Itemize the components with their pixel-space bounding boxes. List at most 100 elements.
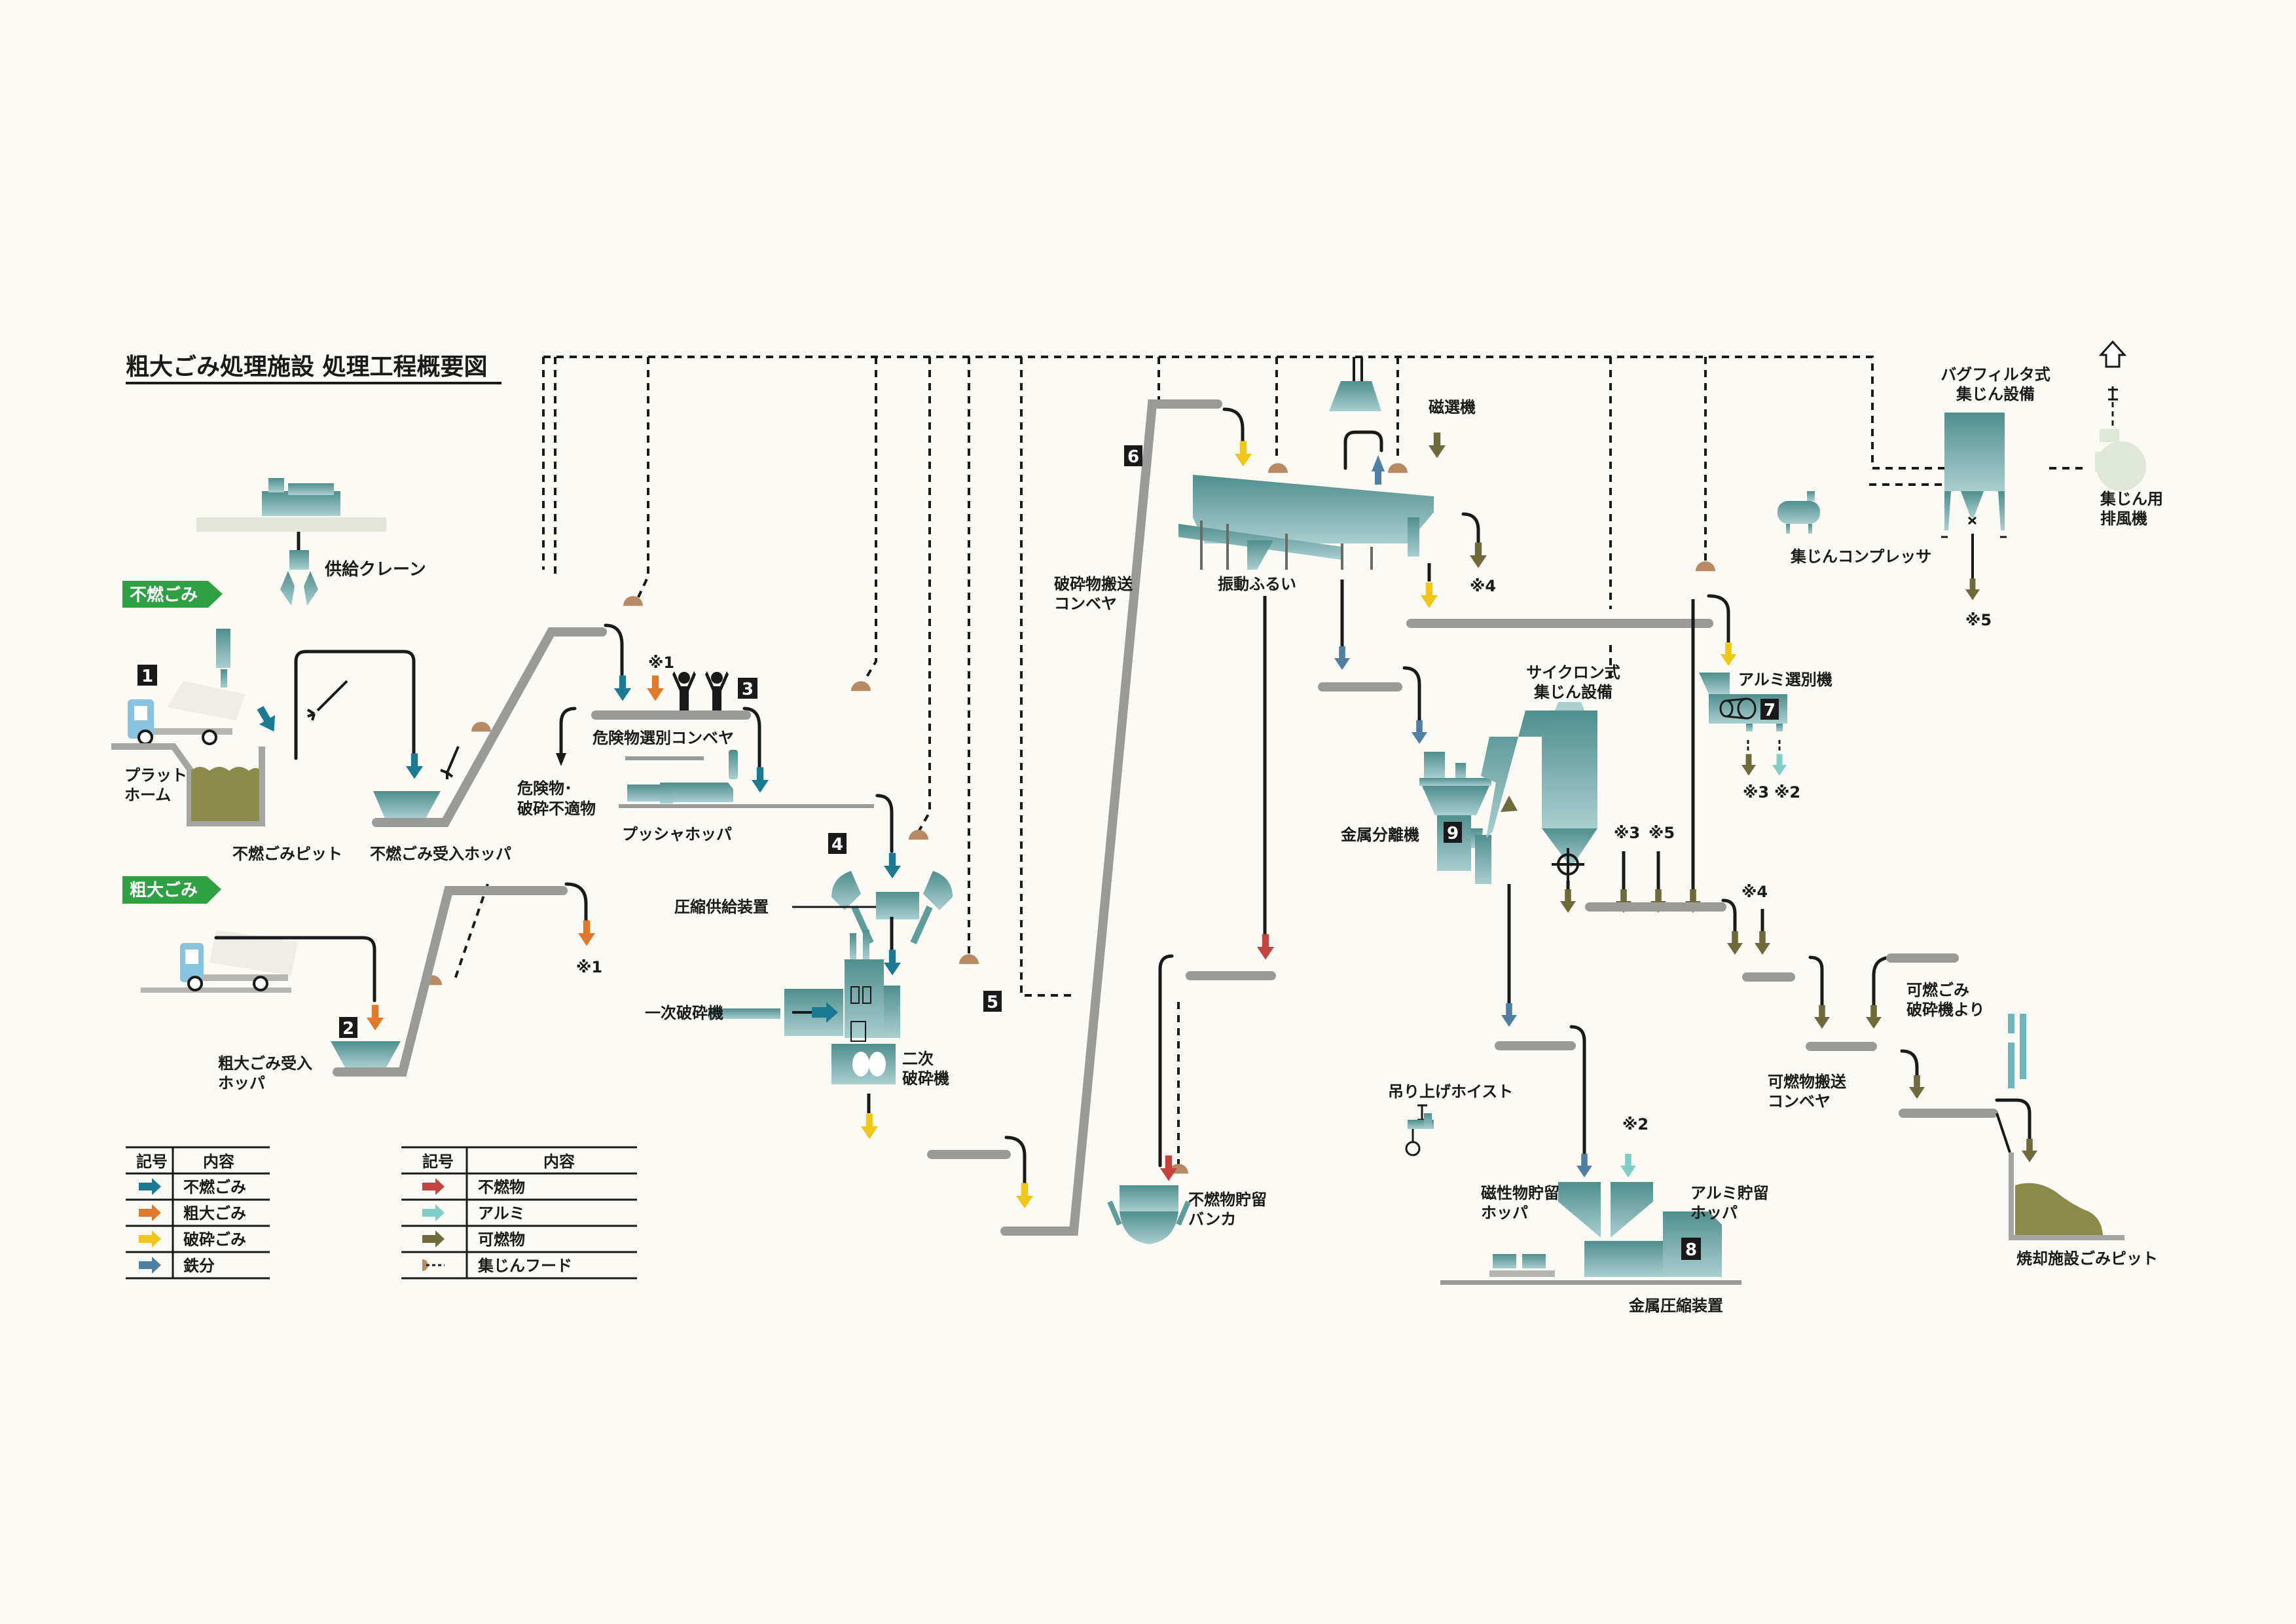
label-compression-feeder: 圧縮供給装置	[674, 898, 769, 916]
svg-text:5: 5	[987, 993, 998, 1012]
dust-compressor	[1777, 491, 1820, 534]
legend-row-left-2: 破砕ごみ	[139, 1230, 246, 1249]
legend-header-symbol: 記号	[136, 1153, 168, 1171]
arrow-nonburnable-icon	[884, 853, 901, 879]
svg-text:6: 6	[1127, 447, 1139, 467]
label-secondary-crusher: 二次	[902, 1050, 934, 1068]
incinerator-pit	[1995, 1113, 2124, 1240]
arrow-combustible-icon	[1470, 542, 1487, 568]
legend-row-left-0: 不燃ごみ	[139, 1178, 246, 1196]
exhaust-arrow-icon	[2098, 340, 2127, 368]
grapple-icon	[440, 746, 460, 779]
label-vibrating-screen: 振動ふるい	[1218, 575, 1296, 593]
arrow-incombustible-icon	[1160, 1155, 1177, 1181]
svg-text:2: 2	[342, 1019, 354, 1039]
arrow-combustible-icon	[1814, 1005, 1830, 1029]
label-metal-press: 金属圧縮装置	[1628, 1297, 1723, 1315]
magnetic-separator	[1329, 357, 1381, 411]
arrow-aluminum-icon	[1772, 754, 1787, 776]
label-bag-filter-2: 集じん設備	[1956, 385, 2035, 403]
label-hazard-items: 危険物･	[517, 779, 572, 798]
label-incombustible-bunker-2: バンカ	[1188, 1210, 1236, 1228]
note-3-alum: ※3	[1743, 783, 1769, 802]
bulky-hopper	[331, 886, 568, 1077]
label-incinerator-pit: 焼却施設ごみピット	[2016, 1249, 2158, 1268]
label-primary-crusher: 一次破砕機	[645, 1004, 723, 1022]
note-2-alum: ※2	[1774, 783, 1800, 802]
label-compressor: 集じんコンプレッサ	[1790, 547, 1931, 566]
legend-label: アルミ	[478, 1204, 525, 1223]
arrow-iron-icon	[1501, 1003, 1517, 1027]
arrow-combustible-icon	[1866, 1005, 1882, 1029]
svg-text:1: 1	[141, 667, 153, 686]
combustible-crusher-stub	[2008, 1014, 2026, 1088]
label-crushed-conveyor: 破砕物搬送	[1054, 575, 1133, 593]
dump-truck-1	[128, 629, 246, 745]
dust-hood-icon	[851, 681, 871, 692]
primary-crusher	[708, 989, 843, 1036]
label-metal-separator: 金属分離機	[1340, 826, 1419, 844]
legend-arrow-combustible-icon	[422, 1230, 445, 1247]
arrow-combustible-icon	[1560, 889, 1576, 913]
note-1-hazard: ※1	[648, 654, 674, 672]
legend-row-left-1: 粗大ごみ	[139, 1204, 246, 1223]
legend-row-right-2: 可燃物	[422, 1230, 525, 1249]
note-5-cyclone: ※5	[1649, 824, 1675, 842]
badge-8: 8	[1681, 1238, 1701, 1260]
dust-hood-icon	[1388, 463, 1408, 473]
arrow-iron-icon	[1576, 1154, 1592, 1177]
supply-crane: 供給クレーン	[196, 478, 426, 606]
arrow-nonburnable-icon	[252, 703, 282, 737]
dust-hoods	[422, 463, 1715, 1174]
workers-icon	[672, 671, 729, 712]
nonburnable-pit	[111, 743, 265, 826]
legend-label: 不燃ごみ	[183, 1178, 246, 1196]
label-exhaust-fan: 集じん用	[2100, 490, 2163, 508]
legend-label: 破砕ごみ	[183, 1230, 246, 1249]
crushed-material-conveyor	[1000, 399, 1222, 1236]
arrow-bulky-icon	[647, 675, 664, 701]
legend-label: 鉄分	[183, 1257, 215, 1275]
tag-bulky-label: 粗大ごみ	[130, 880, 198, 900]
arrow-combustible-icon	[1429, 432, 1446, 458]
label-hazard-items-2: 破砕不適物	[517, 800, 596, 818]
svg-text:7: 7	[1764, 701, 1776, 720]
exhaust-fan	[2095, 340, 2146, 491]
svg-text:9: 9	[1447, 824, 1459, 843]
arrow-combustible-icon	[1727, 931, 1743, 955]
legend-arrow-crushed-waste-icon	[139, 1230, 161, 1247]
badge-2: 2	[339, 1017, 357, 1039]
label-from-combustible-crusher-2: 破砕機より	[1906, 1001, 1985, 1019]
page-title: 粗大ごみ処理施設 処理工程概要図	[126, 354, 488, 380]
incombustible-bunker	[1107, 1185, 1191, 1244]
label-crushed-conveyor-2: コンベヤ	[1054, 595, 1117, 613]
arrow-crushed-icon	[1016, 1183, 1033, 1209]
dust-hood-icon	[1696, 561, 1715, 572]
arrow-combustible-icon	[2022, 1139, 2037, 1162]
label-alum-hopper-2: ホッパ	[1690, 1204, 1738, 1222]
note-3-cyclone: ※3	[1614, 824, 1640, 842]
arrow-iron-icon	[1334, 646, 1350, 670]
label-bulky-hopper: 粗大ごみ受入	[218, 1054, 312, 1073]
arrow-nonburnable-icon	[752, 767, 769, 793]
tag-bulky: 粗大ごみ	[122, 876, 221, 904]
receiving-hopper	[372, 627, 607, 827]
note-4: ※4	[1470, 577, 1496, 595]
legend-label: 集じんフード	[477, 1257, 572, 1275]
label-cyclone: サイクロン式	[1526, 663, 1620, 682]
legend-row-right-3: 集じんフード	[422, 1257, 572, 1275]
dust-hood-icon	[623, 596, 643, 606]
dust-duct-network	[454, 356, 2085, 1166]
arrow-combustible-icon	[1755, 931, 1770, 955]
arrow-combustible-icon	[1965, 578, 1980, 600]
label-magnetic-hopper-2: ホッパ	[1481, 1204, 1528, 1222]
label-bulky-hopper-2: ホッパ	[218, 1074, 265, 1092]
label-alum-hopper: アルミ貯留	[1690, 1184, 1769, 1202]
arrow-bulky-icon	[578, 920, 595, 946]
arrow-crushed-icon	[1235, 441, 1252, 467]
legend-hood-icon	[422, 1259, 428, 1271]
label-platform-2: ホーム	[124, 786, 171, 804]
